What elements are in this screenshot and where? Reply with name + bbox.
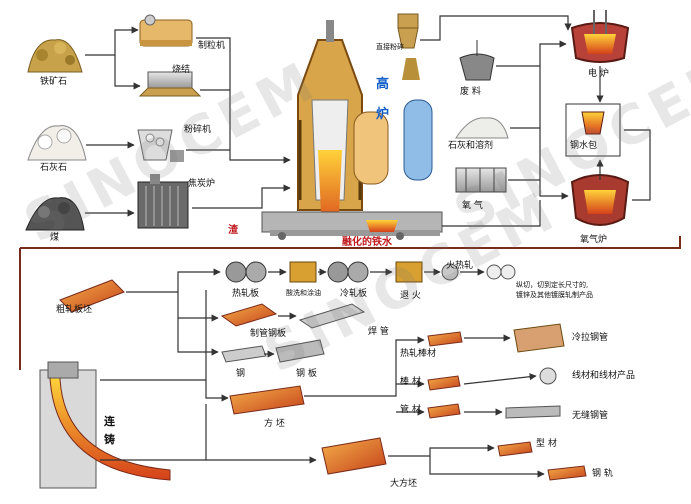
label-hot-rolled-sheet: 热轧板 (232, 289, 260, 299)
label-hot-strip: 火热轧 (446, 261, 474, 271)
label-slag: 渣 (228, 225, 238, 236)
pipe-shape (427, 403, 461, 419)
label-pipe-plate: 制管钢板 (250, 329, 287, 339)
label-blast-furnace-1: 高 (376, 77, 390, 92)
label-limestone: 石灰石 (40, 163, 68, 173)
wire-coil (539, 367, 557, 385)
crusher-machine (137, 129, 184, 162)
hot-rod-shape (427, 331, 463, 347)
seamless-pipe-shape (505, 405, 561, 419)
label-oxygen: 氧 气 (462, 201, 483, 211)
label-wire-products: 线材和线材产品 (572, 371, 636, 381)
label-scrap: 废 料 (460, 87, 481, 97)
oxygen-furnace (570, 174, 630, 226)
label-rail: 钢 轨 (592, 469, 613, 479)
hot-rolled-coils (225, 261, 516, 283)
label-rod: 棒 材 (400, 377, 421, 387)
label-shapes: 型 材 (536, 439, 557, 449)
label-billet: 方 坯 (264, 419, 285, 429)
billet-shape (229, 385, 305, 415)
label-cold-rolled-sheet: 冷轧板 (340, 289, 368, 299)
raw-material-arrows (85, 26, 291, 217)
label-iron-ore: 铁矿石 (40, 77, 68, 87)
coal-pile (25, 197, 85, 231)
label-direct-pulverizer: 直接粉碎 (376, 43, 404, 51)
direct-pulverizer (397, 13, 420, 80)
steel-shape (221, 345, 267, 363)
label-ladle: 钢水包 (570, 141, 598, 151)
limestone-pile (27, 125, 87, 161)
label-slitting-2: 镀锌及其他镀膜轧制产品 (516, 291, 593, 299)
label-slitting-1: 纵切，切到定长尺寸的, (516, 281, 589, 289)
label-continuous-casting-2: 铸 (104, 433, 115, 446)
label-annealing: 退 火 (400, 291, 421, 301)
bloom-shape (321, 437, 387, 475)
sintering-machine (138, 71, 202, 97)
steelmaking-arrows (420, 15, 651, 227)
label-sintering: 烧结 (172, 65, 191, 75)
rail-shape (547, 465, 587, 481)
plate-shape (275, 339, 325, 363)
weld-pipe-shape (298, 303, 366, 329)
rod-shape (427, 375, 461, 391)
label-pipe: 管 材 (400, 405, 421, 415)
label-coal: 煤 (50, 233, 60, 243)
label-pickling-coating: 酸洗和涂油 (286, 289, 321, 297)
cold-pipe-shape (513, 323, 565, 353)
label-blast-furnace-2: 炉 (376, 107, 390, 122)
label-weld-pipe: 焊 管 (368, 327, 389, 337)
shapes-shape (497, 441, 533, 457)
label-cold-drawn-pipe: 冷拉钢管 (572, 333, 609, 343)
rolling-arrows (100, 268, 545, 478)
furnace-base (261, 211, 443, 240)
label-electric-furnace: 电 炉 (588, 69, 609, 79)
label-oxygen-furnace: 氧气炉 (580, 235, 608, 245)
pelletizer-machine (139, 14, 193, 47)
ladle-box (565, 103, 621, 157)
electric-furnace (570, 10, 630, 63)
label-bloom: 大方坯 (390, 479, 418, 489)
blast-furnace (297, 20, 363, 235)
label-pelletizer: 制粒机 (198, 41, 226, 51)
label-rough-slab: 粗轧板坯 (56, 305, 93, 315)
label-lime-flux: 石灰和溶剂 (448, 141, 494, 151)
label-crusher: 粉碎机 (184, 125, 212, 135)
lime-flux-pile (455, 117, 509, 139)
scrap-crane (459, 40, 495, 81)
rough-slab (59, 279, 125, 313)
label-hot-rolled-rod: 热轧棒材 (400, 349, 437, 359)
label-plate: 钢 板 (296, 369, 317, 379)
pipe-plate-shape (220, 303, 278, 327)
label-molten-iron: 融化的铁水 (342, 237, 392, 248)
label-coke-oven: 焦炭炉 (188, 179, 216, 189)
label-seamless-pipe: 无缝钢管 (572, 411, 609, 421)
hot-stove-tower (353, 99, 433, 185)
coke-oven (137, 174, 189, 229)
label-continuous-casting-1: 连 (104, 415, 115, 428)
oxygen-plant (455, 167, 507, 193)
label-steel: 钢 (236, 369, 246, 379)
divider-line (20, 236, 681, 249)
iron-ore-pile (27, 39, 83, 73)
